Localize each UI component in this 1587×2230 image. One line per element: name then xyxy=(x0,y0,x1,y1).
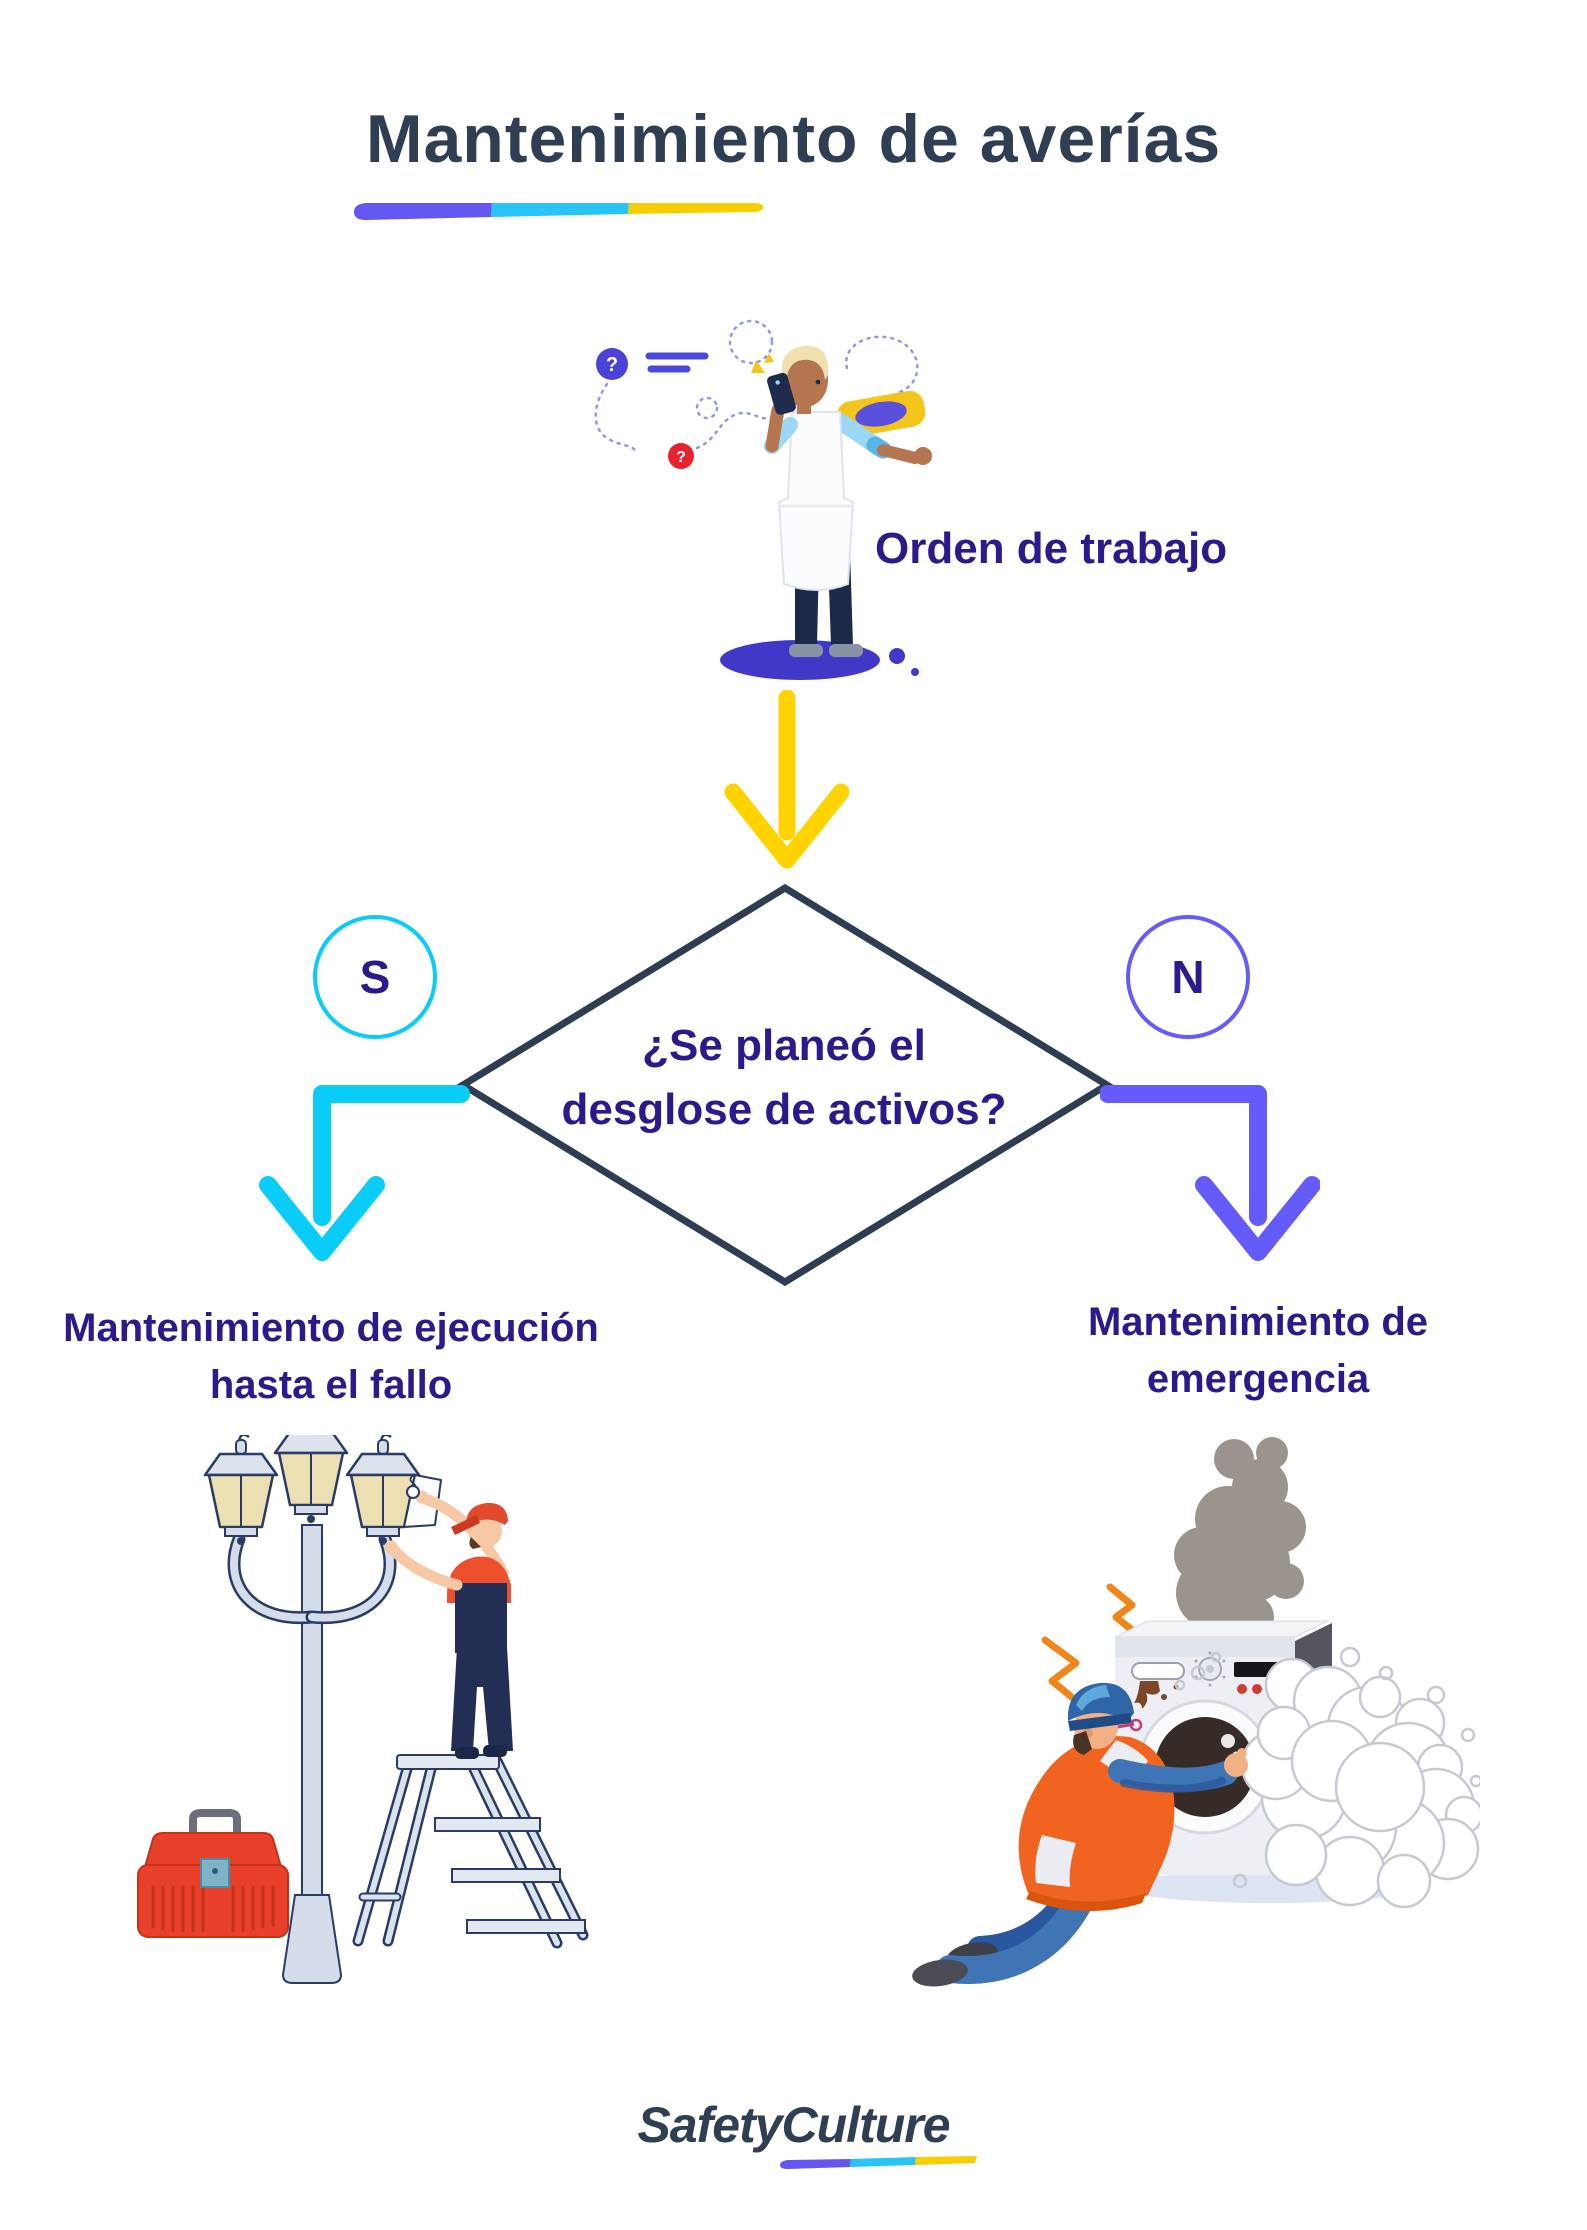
yes-branch-label-line1: Mantenimiento de ejecución xyxy=(63,1306,599,1350)
technician-emergency xyxy=(912,1682,1248,1987)
technician-on-ladder xyxy=(384,1485,513,1759)
start-node-label: Orden de trabajo xyxy=(875,524,1228,573)
arrow-start-to-decision xyxy=(724,690,850,869)
decision-question-line2: desglose de activos? xyxy=(561,1085,1007,1134)
decision-diamond xyxy=(456,883,1114,1287)
page-title: Mantenimiento de averías xyxy=(365,101,1222,177)
foam xyxy=(1174,1646,1480,1909)
street-lamp xyxy=(203,1435,442,1984)
yes-branch-label: Mantenimiento de ejecución hasta el fall… xyxy=(61,1300,601,1414)
brand-logo: SafetyCulture xyxy=(637,2097,950,2153)
no-branch-label: Mantenimiento de emergencia xyxy=(988,1294,1528,1408)
arrow-yes-branch xyxy=(259,1085,470,1261)
run-to-failure-illustration xyxy=(137,1435,589,1984)
question-badge-purple-icon: ? xyxy=(596,348,709,380)
svg-text:?: ? xyxy=(606,354,618,376)
decision-question-line1: ¿Se planeó el xyxy=(642,1021,926,1070)
worker-with-phone xyxy=(720,345,932,680)
decision-question: ¿Se planeó el desglose de activos? xyxy=(534,1014,1034,1142)
arrow-no-branch xyxy=(1100,1085,1320,1261)
emergency-maintenance-illustration xyxy=(912,1437,1480,1987)
yes-badge: S xyxy=(313,915,437,1039)
no-branch-label-line1: Mantenimiento de xyxy=(1087,1300,1429,1344)
yes-branch-label-line2: hasta el fallo xyxy=(209,1363,453,1407)
phone-icon xyxy=(767,372,796,415)
yes-badge-letter: S xyxy=(359,951,391,1003)
question-badge-red-icon: ? xyxy=(668,443,694,469)
title-underline-swoosh xyxy=(354,203,764,220)
brand-underline-swoosh xyxy=(780,2156,977,2169)
work-order-illustration: ? ? xyxy=(594,319,932,680)
smoke xyxy=(1174,1437,1306,1651)
toolbox xyxy=(137,1809,289,1938)
no-branch-label-line2: emergencia xyxy=(1146,1357,1370,1401)
no-badge-letter: N xyxy=(1171,951,1205,1003)
step-ladder xyxy=(352,1754,589,1949)
lightning-bolts-icon xyxy=(1041,1583,1142,1711)
no-badge: N xyxy=(1126,915,1250,1039)
svg-text:?: ? xyxy=(676,449,686,466)
